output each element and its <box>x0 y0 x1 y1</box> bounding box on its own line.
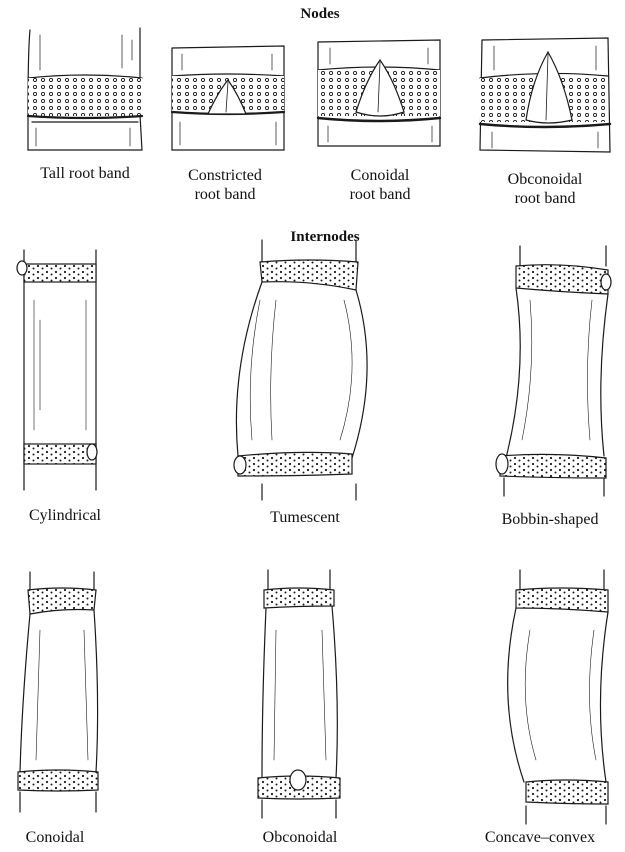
internode-tumescent <box>234 240 367 500</box>
internode-label-bobbin-shaped: Bobbin-shaped <box>480 510 620 529</box>
node-label-line1: Conoidal <box>320 166 440 185</box>
internode-label-conoidal: Conoidal <box>0 828 110 847</box>
node-label-tall-root-band: Tall root band <box>5 164 165 183</box>
node-label-obconoidal-root-band: Obconoidal root band <box>480 170 610 208</box>
node-label-line1: Obconoidal <box>480 170 610 189</box>
node-label-line2: root band <box>480 189 610 208</box>
internode-label-cylindrical: Cylindrical <box>0 506 130 525</box>
node-label-constricted-root-band: Constricted root band <box>165 166 285 204</box>
node-label-line2: root band <box>165 185 285 204</box>
node-conoidal-root-band <box>318 40 440 146</box>
internode-obconoidal <box>258 570 340 818</box>
internode-cylindrical <box>17 250 97 490</box>
internode-label-concave-convex: Concave–convex <box>460 828 620 847</box>
internode-label-tumescent: Tumescent <box>240 508 370 527</box>
node-label-conoidal-root-band: Conoidal root band <box>320 166 440 204</box>
node-constricted-root-band <box>172 46 284 150</box>
internode-conoidal <box>18 572 98 812</box>
node-label-line2: root band <box>320 185 440 204</box>
internode-bobbin-shaped <box>496 246 611 496</box>
internode-label-obconoidal: Obconoidal <box>235 828 365 847</box>
node-obconoidal-root-band <box>480 38 610 152</box>
internode-concave-convex <box>508 570 608 824</box>
node-label-line1: Tall root band <box>5 164 165 183</box>
node-tall-root-band <box>28 28 142 150</box>
node-label-line1: Constricted <box>165 166 285 185</box>
